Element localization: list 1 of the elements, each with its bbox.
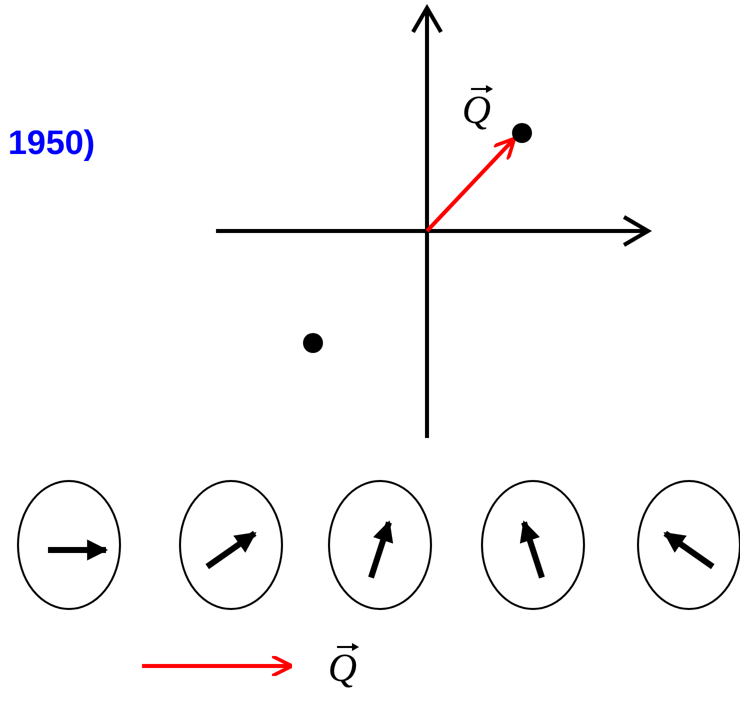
year-label: 1950) bbox=[8, 124, 95, 163]
